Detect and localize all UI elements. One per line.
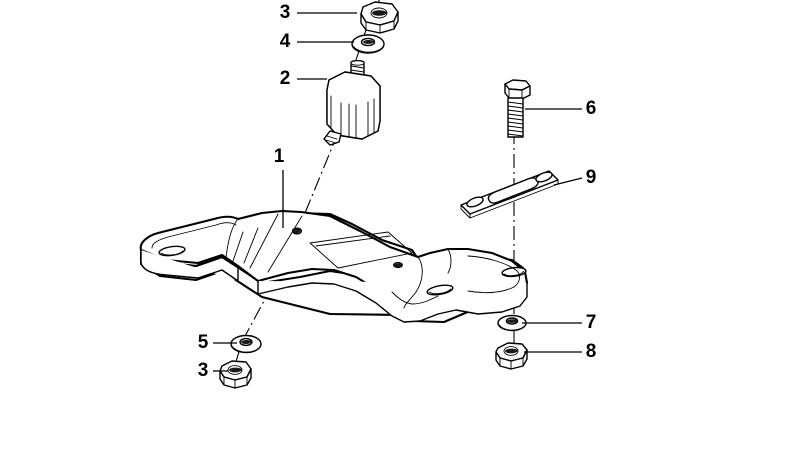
washer4-hole-shadow xyxy=(363,40,374,44)
callout-7-number: 7 xyxy=(586,312,597,333)
bolt6-head-side xyxy=(504,83,531,100)
plate9-hole-left xyxy=(466,196,484,208)
nut3top-bore xyxy=(370,7,388,19)
bolt6-thread-2 xyxy=(507,105,524,109)
bolt6-thread-1 xyxy=(507,101,524,105)
callout-1: 1 xyxy=(274,146,285,228)
callout-5: 5 xyxy=(198,332,237,353)
mount-thread-1 xyxy=(350,65,365,69)
bolt6-thread-6 xyxy=(507,121,524,125)
axis-mount-to-bracket xyxy=(297,132,339,231)
bracket-edge-highlight-lobe xyxy=(391,291,439,305)
bracket-recess-edge xyxy=(315,235,391,247)
callout-3-bottom: 3 xyxy=(198,360,228,381)
nut8-bore-shadow xyxy=(505,348,518,354)
part-hex-bolt-6 xyxy=(504,79,531,138)
bolt6-thread-9 xyxy=(507,133,524,137)
bolt6-thread-5 xyxy=(507,117,524,121)
nut3top-bore-shadow xyxy=(372,10,387,16)
callout-6-number: 6 xyxy=(586,98,597,119)
nut3bot-bore xyxy=(227,365,243,375)
part-washer-7 xyxy=(497,314,527,332)
mount-thread-2 xyxy=(350,69,365,73)
bracket-rib-3 xyxy=(225,218,239,259)
nut3bot-bore-shadow xyxy=(229,367,242,373)
part-washer-4 xyxy=(351,34,385,54)
callout-1-number: 1 xyxy=(274,146,285,167)
bracket-pad-contour xyxy=(403,256,423,309)
callout-6: 6 xyxy=(525,98,596,119)
nut8-bore xyxy=(503,346,519,356)
nut3top-side-face xyxy=(360,11,399,34)
bracket-rib-5 xyxy=(267,215,303,273)
bracket-edge-highlight-left xyxy=(151,222,237,249)
callout-2: 2 xyxy=(280,68,327,89)
callouts-layer: 3 4 2 1 6 9 5 3 xyxy=(198,2,597,381)
washer5-thickness xyxy=(230,343,262,353)
callout-3-bottom-number: 3 xyxy=(198,360,209,381)
part-crossmember-bracket xyxy=(139,209,529,324)
bracket-left-thickness xyxy=(140,249,239,282)
callout-3-top-number: 3 xyxy=(280,2,291,23)
bolt6-thread-3 xyxy=(507,109,524,113)
bracket-recess-pocket xyxy=(309,231,413,269)
bracket-edge-highlight-right xyxy=(467,255,520,294)
part-nut-8 xyxy=(495,342,528,370)
washer7-hole-shadow xyxy=(507,319,518,323)
callout-2-number: 2 xyxy=(280,68,291,89)
plate9-hole-right xyxy=(535,171,553,183)
callout-9-leader xyxy=(553,177,583,186)
plate9-thickness xyxy=(460,204,471,219)
mount-lower-thread-2 xyxy=(325,139,337,144)
bracket-hole-mid-right-shadow xyxy=(394,263,402,268)
part-nut-3-bottom xyxy=(219,360,252,389)
part-rubber-mount xyxy=(323,60,381,146)
washer7-thickness xyxy=(497,322,527,331)
bolt6-thread-4 xyxy=(507,113,524,117)
part-mounting-plate-9 xyxy=(460,170,559,219)
callout-5-number: 5 xyxy=(198,332,209,353)
callout-9: 9 xyxy=(553,167,597,188)
callout-4: 4 xyxy=(280,31,354,52)
bracket-hole-center-shadow xyxy=(293,228,301,234)
bracket-hole-lower-right-shadow xyxy=(428,288,452,295)
callout-9-number: 9 xyxy=(586,167,597,188)
nut8-side-face xyxy=(495,349,528,370)
bracket-hole-left-shadow xyxy=(160,250,184,256)
bracket-rib-1 xyxy=(231,231,244,265)
washer4-thickness xyxy=(351,43,385,53)
callout-3-top: 3 xyxy=(280,2,357,23)
mount-body-silhouette xyxy=(326,71,381,140)
bracket-pad-contour-2 xyxy=(447,248,452,274)
bracket-rib-4 xyxy=(249,213,279,269)
washer5-hole-shadow xyxy=(241,340,252,345)
nut3bot-side-face xyxy=(219,368,252,389)
callout-8-number: 8 xyxy=(586,341,597,362)
callout-8: 8 xyxy=(524,341,596,362)
bracket-hole-right-shadow xyxy=(503,270,525,277)
mount-stud-top-cap xyxy=(350,60,365,66)
bracket-lower-thickness xyxy=(257,280,528,323)
callout-4-number: 4 xyxy=(280,31,291,52)
bolt6-thread-7 xyxy=(507,125,524,129)
part-nut-3-top xyxy=(360,1,399,34)
callout-7: 7 xyxy=(522,312,596,333)
bracket-rib-2 xyxy=(243,227,259,264)
mount-lower-thread-1 xyxy=(326,135,338,140)
bolt6-thread-8 xyxy=(507,129,524,133)
part-washer-5 xyxy=(230,334,262,354)
